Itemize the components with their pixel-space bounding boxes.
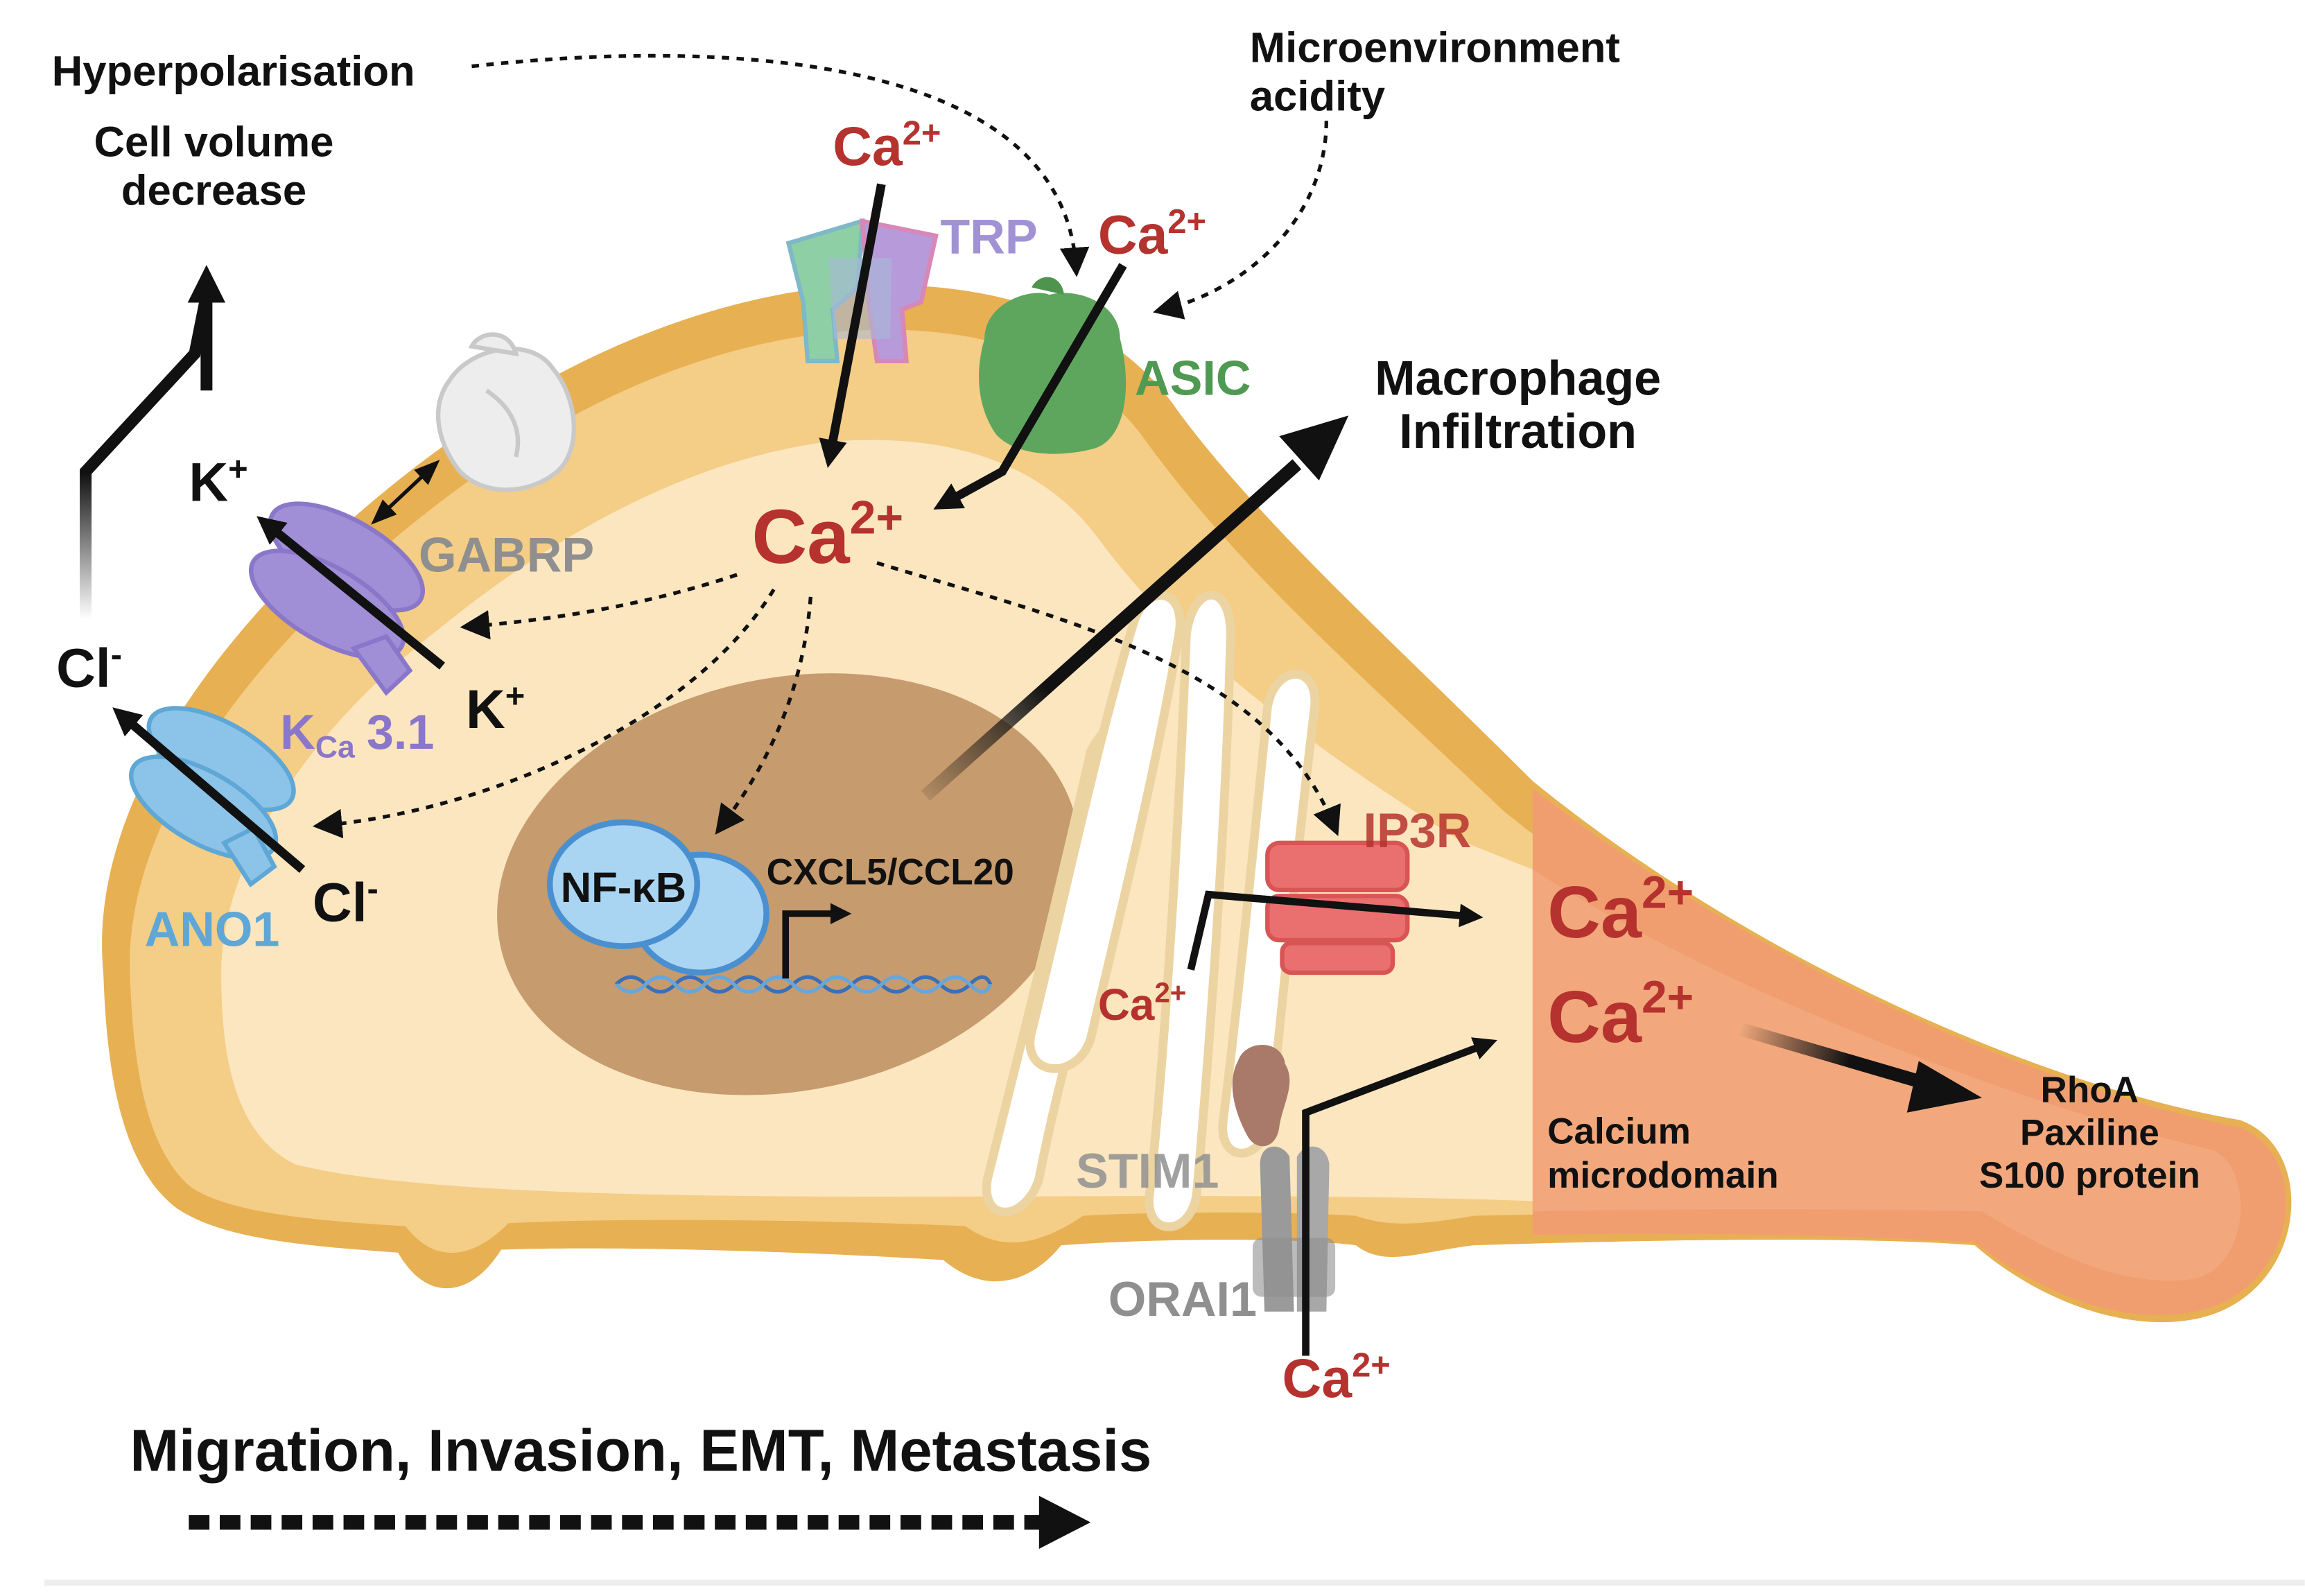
cl-efflux-arrow	[112, 707, 306, 873]
ca-ion-er: Ca2+	[1098, 976, 1187, 1030]
ca-to-ano1-dotted-arrow	[312, 588, 776, 839]
trp-label: TRP	[940, 210, 1037, 264]
macrophage-arrow	[921, 459, 1302, 801]
ca-ion-trp: Ca2+	[833, 114, 941, 177]
microenvironment-label-1: Microenvironment	[1250, 24, 1620, 71]
nfkb-complex	[546, 819, 769, 976]
ip3r-release-arrow	[1187, 890, 1484, 971]
gabrp-channel	[435, 332, 576, 492]
endoplasmic-reticulum	[982, 591, 1320, 1231]
ano1-label: ANO1	[145, 903, 280, 957]
orai1-entry-arrow	[1302, 1037, 1497, 1356]
ca-ion-microdomain-1: Ca2+	[1547, 866, 1694, 953]
cxcl-label: CXCL5/CCL20	[767, 851, 1014, 892]
paxiline-label: Paxiline	[2020, 1113, 2159, 1154]
k-ion-inside: K+	[466, 677, 525, 740]
hyperpolarisation-label: Hyperpolarisation	[52, 47, 415, 95]
footer-label: Migration, Invasion, EMT, Metastasis	[130, 1418, 1151, 1484]
rhoa-label: RhoA	[2041, 1070, 2139, 1111]
asic-label: ASIC	[1135, 352, 1251, 406]
ca-ion-cytoplasm: Ca2+	[751, 491, 903, 580]
cell-volume-label-1: Cell volume	[94, 118, 334, 166]
gabrp-kca-double-arrow	[371, 460, 440, 525]
stim1-label: STIM1	[1076, 1144, 1219, 1198]
ca-ion-orai1: Ca2+	[1282, 1346, 1391, 1409]
s100-label: S100 protein	[1979, 1155, 2200, 1196]
calcium-microdomain-label-2: microdomain	[1547, 1155, 1779, 1196]
acidity-dotted-arrow	[1153, 121, 1328, 320]
ca-to-ip3r-dotted-arrow	[876, 561, 1341, 837]
ip3r-label: IP3R	[1363, 804, 1471, 858]
calcium-microdomain-label-1: Calcium	[1547, 1111, 1691, 1152]
footer-arrowhead	[1038, 1495, 1091, 1549]
stim1-protein	[1232, 1045, 1290, 1147]
dna-strand	[614, 975, 993, 994]
dotted-arrows	[312, 53, 1341, 839]
trp-ca-arrow	[819, 183, 886, 468]
transcription-arrow	[782, 903, 852, 979]
macrophage-arrowhead	[1279, 415, 1349, 480]
macrophage-label-2: Infiltration	[1399, 404, 1637, 458]
macrophage-label-1: Macrophage	[1375, 352, 1661, 406]
cl-ion-outside: Cl-	[56, 636, 122, 699]
rhoa-arrow	[1737, 1022, 1933, 1091]
hyperpolarisation-dotted-arrow	[471, 53, 1090, 277]
microenvironment-label-2: acidity	[1250, 72, 1385, 120]
ca-ion-microdomain-2: Ca2+	[1547, 971, 1694, 1058]
ca-ion-asic: Ca2+	[1098, 203, 1206, 266]
nfkb-label: NF-κB	[561, 864, 687, 912]
orai1-label: ORAI1	[1108, 1272, 1257, 1326]
kca31-channel	[248, 501, 426, 696]
k-ion-outside: K+	[189, 451, 247, 513]
cell-volume-label-2: decrease	[121, 166, 306, 214]
asic-ca-arrow	[933, 263, 1127, 510]
cl-ion-inside: Cl-	[313, 871, 379, 933]
asic-channel	[979, 277, 1127, 454]
gabrp-label: GABRP	[419, 528, 594, 582]
k-efflux-arrow	[256, 516, 445, 670]
ca-to-kca-dotted-arrow	[460, 573, 738, 640]
rhoa-arrowhead	[1906, 1061, 1983, 1113]
